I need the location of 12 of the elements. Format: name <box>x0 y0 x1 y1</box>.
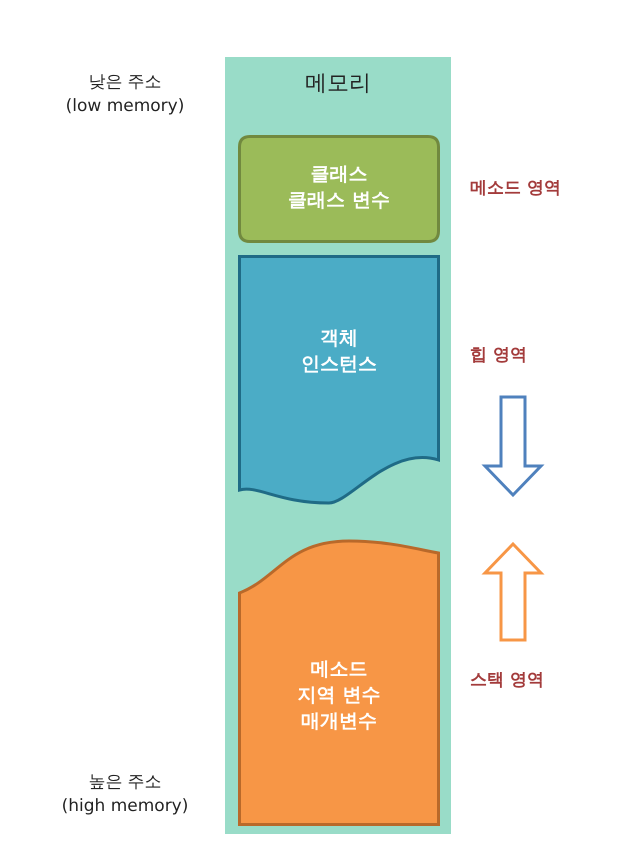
area-text: 메소드 지역 변수 매개변수 <box>296 657 382 734</box>
region-label: 스택 영역 <box>470 669 544 691</box>
region-label: 메소드 영역 <box>470 177 561 199</box>
address-label: (low memory) <box>64 96 186 116</box>
address-label: 높은 주소 <box>87 771 163 793</box>
address-label: 낮은 주소 <box>87 71 163 93</box>
memory-band <box>225 57 451 834</box>
area-text: 클래스 클래스 변수 <box>287 162 391 213</box>
region-label: 힙 영역 <box>470 344 527 366</box>
area-text: 객체 인스턴스 <box>300 326 378 377</box>
address-label: (high memory) <box>60 796 190 816</box>
band-title: 메모리 <box>304 71 372 97</box>
